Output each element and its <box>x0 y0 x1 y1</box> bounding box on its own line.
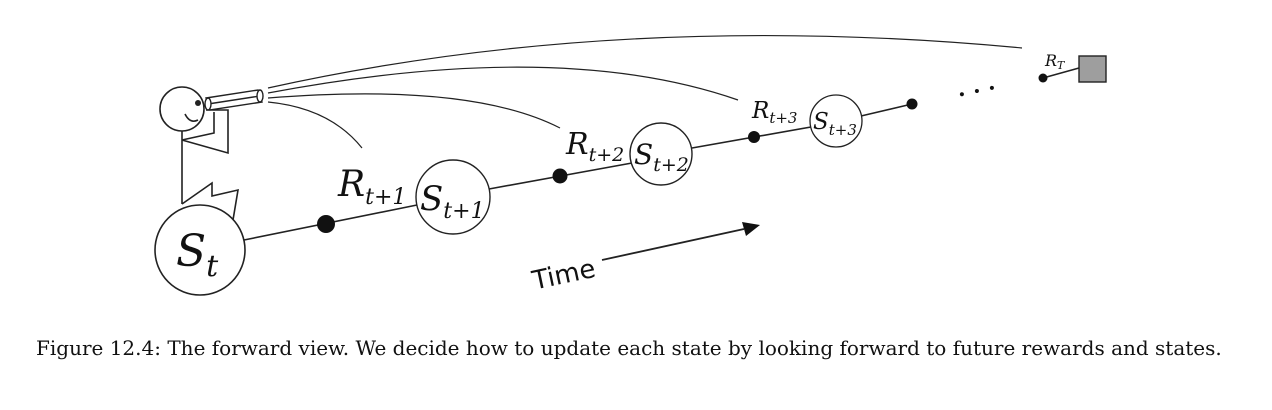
state-subscript: t+1 <box>443 199 484 224</box>
svg-text:St: St <box>176 226 219 284</box>
reward-labels: Rt+1 Rt+2 Rt+3 RT <box>337 51 1066 210</box>
svg-text:St+2: St+2 <box>634 138 689 176</box>
reward-dot <box>317 215 335 233</box>
ellipsis: · · · <box>956 75 999 108</box>
figure-arm <box>181 109 229 155</box>
binoculars-icon <box>204 89 264 111</box>
figure-arm-2 <box>181 112 215 141</box>
state-subscript: t+2 <box>653 154 689 176</box>
reward-label: Rt+1 <box>337 164 406 210</box>
arrow-head-icon <box>742 222 760 236</box>
reward-label: Rt+3 <box>751 98 797 127</box>
trajectory-dot <box>906 98 918 110</box>
sight-lines <box>267 34 1023 149</box>
terminal-state-square <box>1078 55 1107 83</box>
state-symbol: S <box>813 109 829 135</box>
state-node-current: St <box>154 204 246 296</box>
reward-label: RT <box>1044 51 1066 72</box>
state-node: St+2 <box>629 122 693 186</box>
figure-caption: Figure 12.4: The forward view. We decide… <box>36 334 1236 362</box>
forward-view-diagram: St St+1 St+2 St+3 <box>154 34 1107 297</box>
state-subscript: t <box>206 249 219 284</box>
svg-text:St+3: St+3 <box>813 109 857 139</box>
figure-head <box>159 86 205 132</box>
state-node: St+3 <box>809 94 863 148</box>
caption-text: The forward view. We decide how to updat… <box>167 336 1222 360</box>
state-node: St+1 <box>415 159 491 235</box>
figure-eye <box>195 100 201 106</box>
state-nodes: St St+1 St+2 St+3 <box>154 94 863 296</box>
state-symbol: S <box>176 226 206 277</box>
reward-dot <box>1038 73 1048 83</box>
time-label: Time <box>529 254 598 297</box>
reward-dot <box>552 168 568 184</box>
reward-label: Rt+2 <box>565 127 624 166</box>
figure-smile <box>184 113 199 122</box>
state-symbol: S <box>634 138 653 171</box>
reward-dot <box>748 131 760 143</box>
svg-text:St+1: St+1 <box>420 179 485 224</box>
state-symbol: S <box>420 179 443 219</box>
state-subscript: t+3 <box>829 121 857 139</box>
caption-label: Figure 12.4: <box>36 336 161 360</box>
time-arrow: Time <box>529 222 760 297</box>
stick-figure <box>159 86 239 253</box>
reward-dots <box>317 73 1048 233</box>
